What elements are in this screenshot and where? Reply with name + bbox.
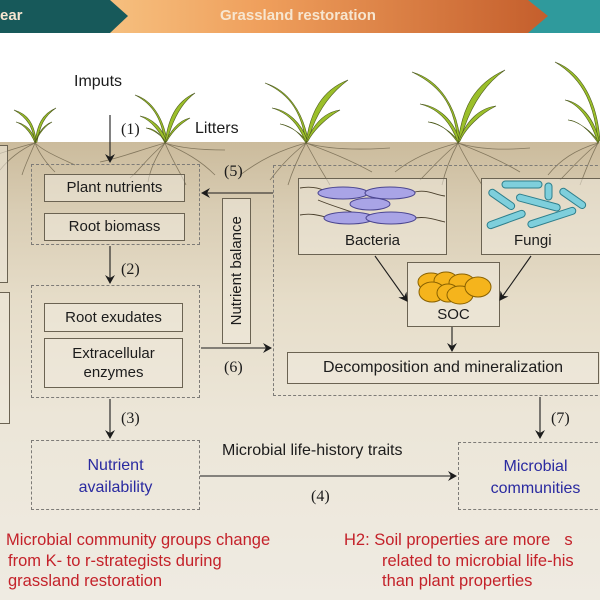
extracellular-enzymes-line2: enzymes	[83, 364, 144, 381]
hypothesis-2-cut-text: s	[564, 531, 573, 549]
nutrient-availability-text: Nutrient availability	[31, 455, 200, 500]
fungus-cell	[516, 193, 561, 212]
hypothesis-2-line1: H2: Soil properties are more s	[344, 530, 574, 551]
decomposition-box: Decomposition and mineralization	[287, 352, 599, 384]
root-biomass-box: Root biomass	[44, 213, 185, 241]
step-5-label: (5)	[224, 163, 243, 180]
inputs-label: Imputs	[74, 73, 123, 90]
microbial-communities-text: Microbial communities	[458, 456, 600, 501]
fungus-cell	[527, 206, 577, 229]
banner-title: Grassland restoration	[220, 7, 376, 24]
hypothesis-1-line1: Microbial community groups change	[6, 531, 271, 549]
plant-5	[554, 61, 600, 144]
bacterium-cell	[317, 186, 369, 200]
bacteria-cells	[317, 186, 417, 225]
plant-2	[134, 92, 196, 144]
fungus-cell	[544, 182, 553, 201]
restoration-banner: ear Grassland restoration	[0, 0, 600, 33]
fungi-illustration	[486, 180, 587, 230]
microbial-processes-group	[273, 165, 600, 396]
life-history-traits-label: Microbial life-history traits	[222, 442, 403, 459]
nutrient-balance-box: Nutrient balance	[222, 198, 251, 344]
step-2-label: (2)	[121, 261, 140, 278]
extracellular-enzymes-line1: Extracellular	[72, 344, 155, 362]
fungi-label: Fungi	[514, 231, 552, 249]
step-6-label: (6)	[224, 359, 243, 376]
extracellular-enzymes-box: Extracellular enzymes	[44, 338, 183, 388]
fungi-box: Fungi	[481, 178, 600, 255]
hypothesis-2-line2: related to microbial life-his	[382, 551, 574, 570]
arrow-fungi-soc	[499, 255, 532, 301]
fungus-cell	[488, 188, 516, 211]
hypothesis-1: Microbial community groups change from K…	[6, 530, 270, 592]
litters-label: Litters	[195, 120, 239, 137]
banner-center-segment	[108, 0, 548, 33]
bacteria-illustration	[299, 186, 446, 225]
left-edge-box-top	[0, 145, 8, 283]
hypothesis-2: H2: Soil properties are more s related to…	[344, 530, 574, 592]
microbial-communities-line2: communities	[490, 480, 581, 498]
plant-4	[411, 69, 506, 144]
soc-label: SOC	[437, 305, 470, 323]
bacteria-label: Bacteria	[344, 231, 401, 249]
bacterium-cell	[349, 197, 391, 211]
hypothesis-2-line3: than plant properties	[382, 572, 533, 591]
bacterium-cell	[364, 186, 416, 200]
arrow-bacteria-soc	[374, 255, 408, 302]
nutrient-availability-line1: Nutrient	[87, 457, 144, 474]
plant-nutrients-label: Plant nutrients	[66, 179, 163, 197]
decomposition-label: Decomposition and mineralization	[322, 358, 564, 376]
fungus-cell	[559, 187, 587, 210]
root-exudates-group	[31, 285, 200, 398]
root-biomass-label: Root biomass	[68, 218, 161, 236]
nutrient-availability-line2: availability	[78, 479, 153, 497]
hypothesis-1-line2: from K- to r-strategists during	[8, 551, 222, 570]
soc-illustration	[417, 271, 492, 305]
fungus-cell	[501, 180, 543, 189]
nutrient-availability-box	[31, 440, 200, 510]
step-3-label: (3)	[121, 410, 140, 427]
hypothesis-2-line1-text: H2: Soil properties are more	[344, 531, 551, 549]
hypothesis-1-line3: grassland restoration	[8, 572, 163, 591]
step-4-label: (4)	[311, 488, 330, 505]
plant-properties-group	[31, 164, 200, 245]
plant-nutrients-box: Plant nutrients	[44, 174, 185, 202]
root-exudates-box: Root exudates	[44, 303, 183, 332]
flow-arrows	[105, 115, 545, 481]
plant-3	[264, 79, 349, 145]
left-edge-box-bottom	[0, 292, 10, 424]
root-exudates-label: Root exudates	[65, 308, 162, 326]
banner-left-segment	[0, 0, 128, 33]
banner-arrows	[0, 0, 600, 33]
microbial-communities-line1: Microbial	[503, 458, 568, 475]
step-7-label: (7)	[551, 410, 570, 427]
soc-particle	[464, 276, 492, 298]
bacterium-cell	[365, 211, 417, 225]
fungus-cell	[486, 209, 526, 230]
plant-1	[13, 107, 57, 144]
banner-left-label: ear	[0, 7, 23, 24]
step-1-label: (1)	[121, 121, 140, 138]
microbial-communities-box	[458, 442, 600, 510]
